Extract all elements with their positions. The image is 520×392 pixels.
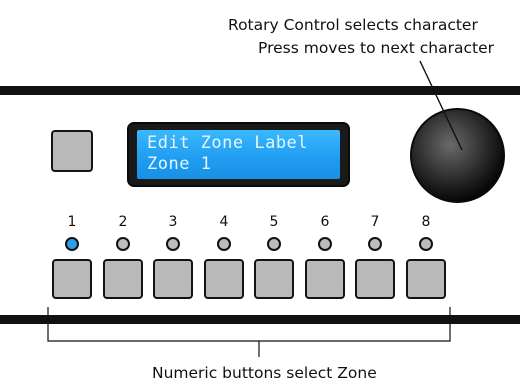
- panel-top-rail: [0, 86, 520, 95]
- left-square-button[interactable]: [51, 130, 93, 172]
- zone-button-3[interactable]: [153, 259, 193, 299]
- zone-led-6: [318, 237, 332, 251]
- zone-led-7: [368, 237, 382, 251]
- zone-button-7[interactable]: [355, 259, 395, 299]
- zone-led-4: [217, 237, 231, 251]
- lcd-line-1: Edit Zone Label: [147, 133, 309, 153]
- panel-bottom-rail: [0, 315, 520, 324]
- rotary-knob-icon[interactable]: [410, 108, 505, 203]
- zone-number-4: 4: [219, 214, 229, 230]
- zone-led-5: [267, 237, 281, 251]
- lcd-screen: Edit Zone Label Zone 1: [137, 130, 340, 179]
- zone-button-2[interactable]: [103, 259, 143, 299]
- lcd-display: Edit Zone Label Zone 1: [127, 122, 350, 187]
- zone-number-3: 3: [168, 214, 178, 230]
- zone-button-5[interactable]: [254, 259, 294, 299]
- zone-button-1[interactable]: [52, 259, 92, 299]
- zone-led-1: [65, 237, 79, 251]
- zone-number-7: 7: [370, 214, 380, 230]
- zone-number-6: 6: [320, 214, 330, 230]
- zone-button-4[interactable]: [204, 259, 244, 299]
- zone-number-8: 8: [421, 214, 431, 230]
- zone-led-2: [116, 237, 130, 251]
- zone-button-8[interactable]: [406, 259, 446, 299]
- rotary-callout-line2: Press moves to next character: [258, 39, 494, 57]
- lcd-line-2: Zone 1: [147, 154, 212, 174]
- numeric-bracket: [47, 307, 451, 342]
- numeric-callout: Numeric buttons select Zone: [152, 364, 377, 382]
- zone-led-8: [419, 237, 433, 251]
- rotary-callout-line1: Rotary Control selects character: [228, 16, 478, 34]
- zone-number-1: 1: [67, 214, 77, 230]
- zone-button-6[interactable]: [305, 259, 345, 299]
- zone-number-5: 5: [269, 214, 279, 230]
- zone-number-2: 2: [118, 214, 128, 230]
- zone-led-3: [166, 237, 180, 251]
